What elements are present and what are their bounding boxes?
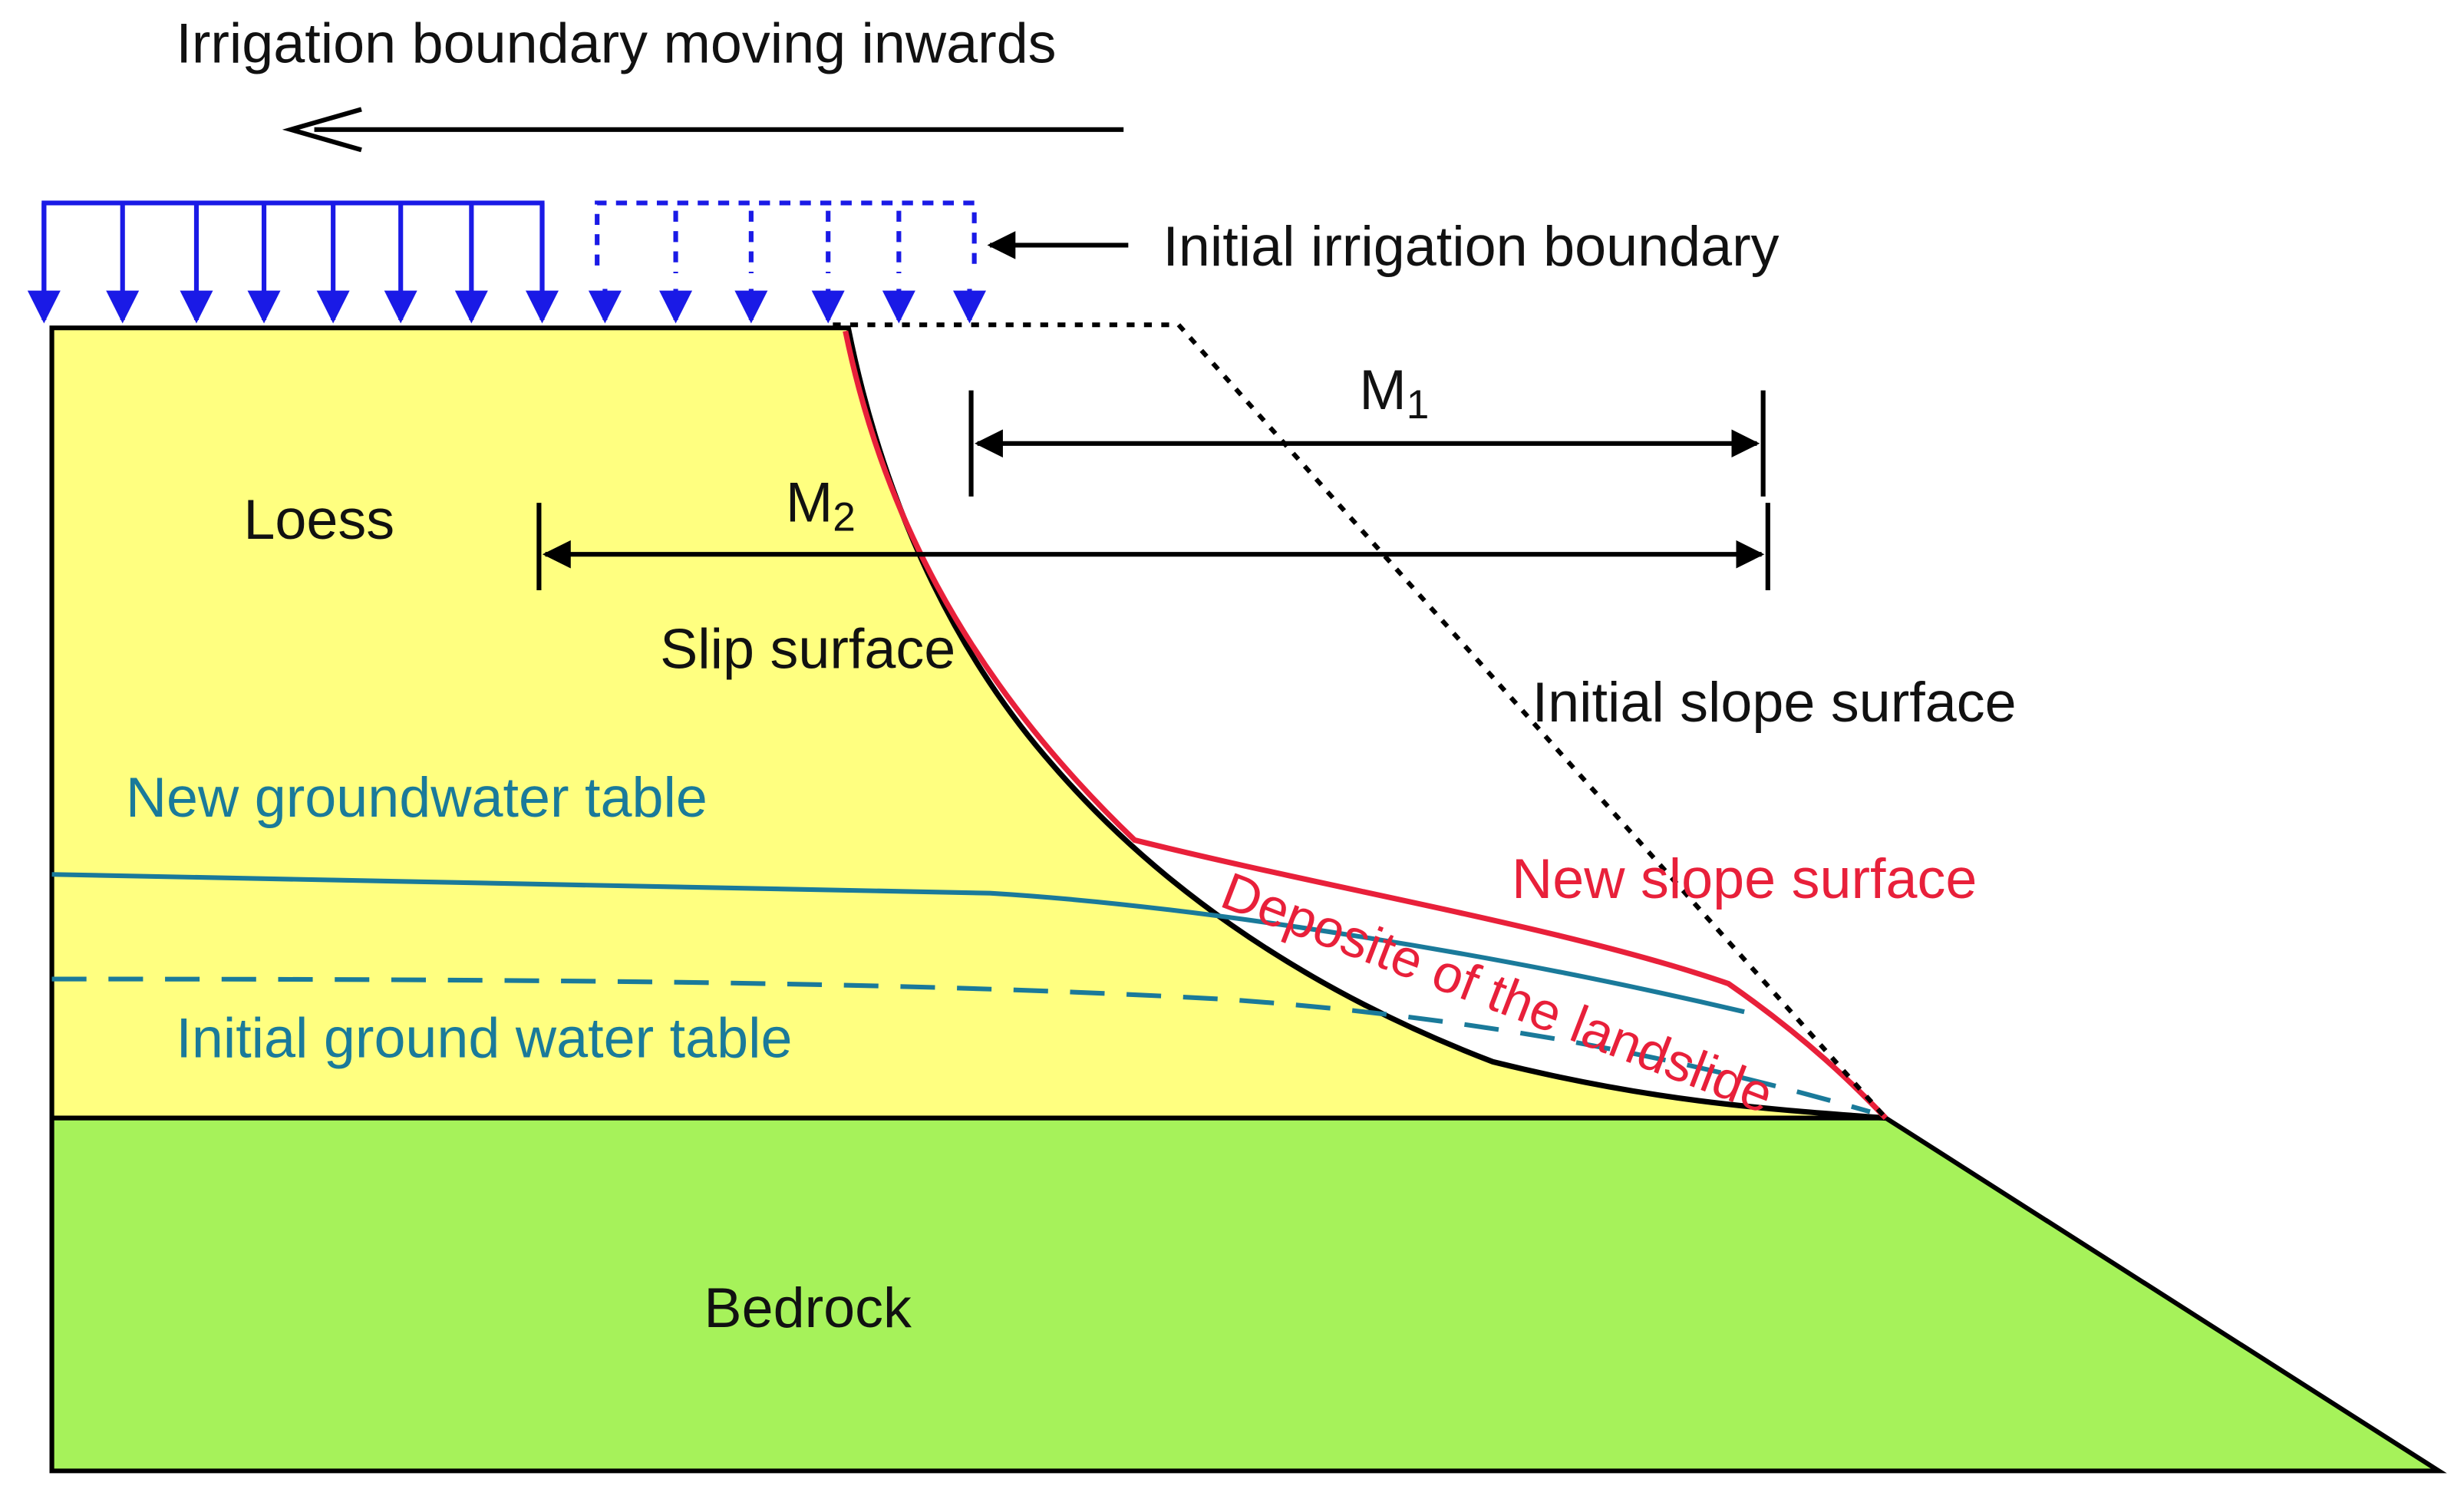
m2-main: M [786, 471, 833, 534]
slip-surface-label: Slip surface [660, 617, 955, 681]
m1-main: M [1359, 358, 1406, 421]
bedrock-layer [49, 1115, 2447, 1474]
bedrock-label: Bedrock [704, 1276, 912, 1339]
initial-irrigation-boundary-label: Initial irrigation boundary [1163, 214, 1779, 278]
new-slope-surface-label: New slope surface [1512, 847, 1977, 910]
new-groundwater-table-label: New groundwater table [126, 765, 708, 829]
m1-dimension [968, 390, 1766, 497]
title-label: Irrigation boundary moving inwards [176, 12, 1056, 75]
initial-slope-surface-line [833, 322, 1888, 1120]
m2-label: M2 [786, 471, 856, 540]
m2-dimension [536, 503, 1770, 590]
new-groundwater-table-line [51, 872, 1745, 1015]
loess-label: Loess [243, 487, 394, 551]
landslide-deposit-area [1134, 840, 1886, 1118]
irrigation-load-current [27, 200, 559, 324]
irrigation-load-initial [595, 200, 977, 274]
m1-subscript: 1 [1407, 382, 1430, 428]
initial-groundwater-table-label: Initial ground water table [176, 1005, 792, 1069]
down-arrow-load-icon [588, 289, 987, 324]
initial-groundwater-table-line [51, 976, 1871, 1114]
m2-subscript: 2 [833, 495, 856, 540]
arrow-left-icon [282, 107, 1124, 153]
initial-slope-surface-label: Initial slope surface [1532, 670, 2017, 734]
m1-label: M1 [1359, 358, 1429, 428]
